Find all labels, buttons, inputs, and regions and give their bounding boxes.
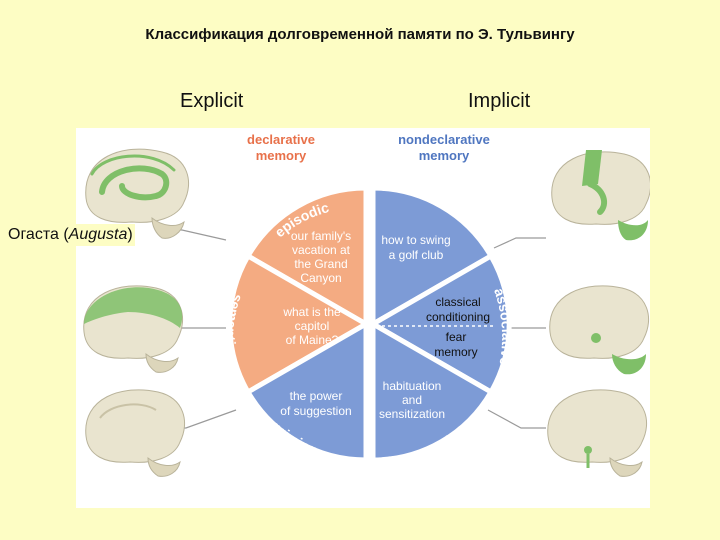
brain-procedural-icon	[551, 150, 652, 241]
nondeclarative-heading-line1: nondeclarative	[398, 132, 490, 147]
procedural-example-2: a golf club	[389, 248, 444, 262]
semantic-example-2: capitol	[295, 319, 330, 333]
episodic-example-3: the Grand	[294, 257, 347, 271]
sector-semantic	[227, 252, 372, 396]
leader-nonassociative	[487, 409, 546, 429]
associative-example-4: memory	[434, 345, 477, 359]
associative-example-3: fear	[446, 330, 467, 344]
implicit-heading: Implicit	[468, 90, 531, 112]
declarative-heading-line1: declarative	[247, 132, 315, 147]
brain-priming-icon	[85, 389, 186, 477]
sector-episodic	[244, 185, 369, 329]
brain-semantic-icon	[83, 285, 184, 373]
nonassociative-example-3: sensitization	[379, 407, 445, 421]
explicit-heading: Explicit	[180, 90, 244, 112]
semantic-example-3: of Maine?	[286, 333, 339, 347]
declarative-heading-line2: memory	[256, 148, 307, 163]
nonassociative-example-1: habituation	[383, 379, 442, 393]
episodic-example-1: our family's	[291, 229, 351, 243]
nondeclarative-heading-line2: memory	[419, 148, 470, 163]
brain-episodic-icon	[85, 148, 190, 239]
priming-example-1: the power	[290, 389, 343, 403]
semantic-example-1: what is the	[282, 305, 341, 319]
sector-associative	[367, 252, 512, 396]
memory-wheel	[227, 185, 512, 463]
sector-nonassociative	[370, 319, 495, 463]
memory-diagram-panel: declarative memory nondeclarative memory…	[76, 128, 652, 508]
episodic-example-2: vacation at	[292, 243, 351, 257]
sector-priming	[244, 319, 369, 463]
associative-example-2: conditioning	[426, 310, 490, 324]
brain-associative-icon	[549, 285, 650, 375]
slide-title: Классификация долговременной памяти по Э…	[145, 26, 575, 43]
memory-diagram: declarative memory nondeclarative memory…	[83, 132, 652, 477]
brain-caption: Огаста (Augusta)	[6, 224, 135, 246]
procedural-example-1: how to swing	[381, 233, 450, 247]
sector-procedural	[370, 185, 495, 329]
leader-procedural	[493, 237, 546, 249]
priming-example-2: of suggestion	[280, 404, 351, 418]
associative-example-1: classical	[435, 295, 480, 309]
nonassociative-example-2: and	[402, 393, 422, 407]
brain-nonassociative-icon	[547, 389, 648, 477]
episodic-example-4: Canyon	[300, 271, 341, 285]
